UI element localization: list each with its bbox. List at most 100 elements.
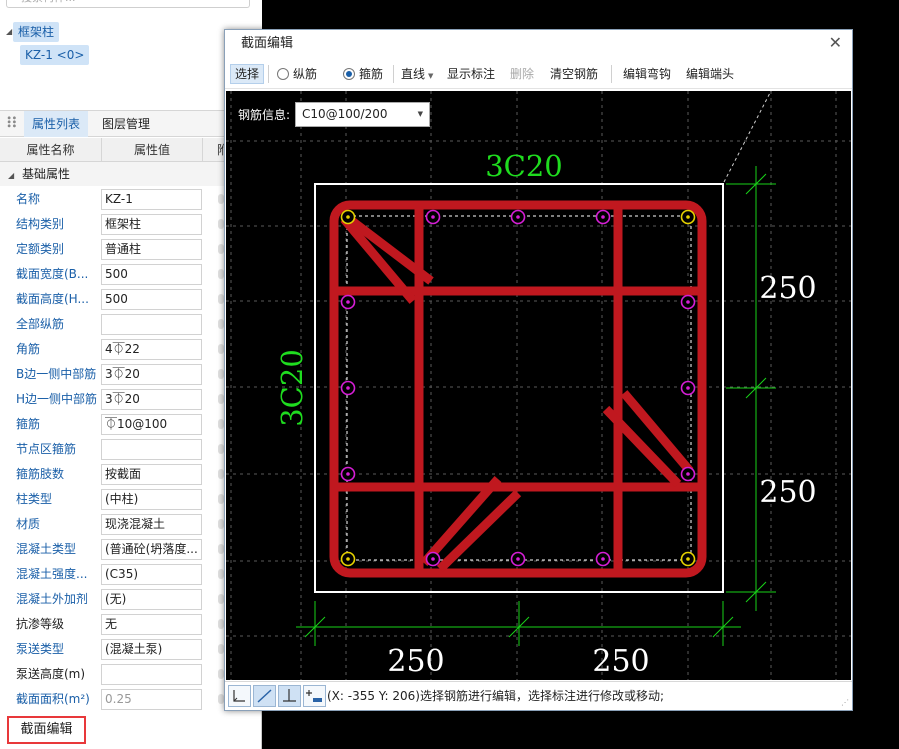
property-row[interactable]: 箍筋肢数按截面 (0, 462, 262, 487)
extra-attribute-indicator[interactable] (218, 419, 224, 429)
property-row[interactable]: 截面面积(m²)0.25 (0, 687, 262, 712)
hook-bottom-a[interactable] (420, 476, 502, 566)
rebar-info-select[interactable]: C10@100/200 ▼ (295, 102, 430, 127)
clear-rebar-button[interactable]: 清空钢筋 (550, 67, 599, 81)
property-value-field[interactable]: (无) (101, 589, 202, 610)
drawing-canvas[interactable]: 3C20 3C20 250 250 250 250 钢筋信息: C10@100/… (226, 91, 851, 680)
tree-item-kz1[interactable]: KZ-1 <0> (20, 45, 90, 65)
property-row[interactable]: 定额类别普通柱 (0, 237, 262, 262)
extra-attribute-indicator[interactable] (218, 244, 224, 254)
extra-attribute-indicator[interactable] (218, 644, 224, 654)
hook-top-left-a[interactable] (341, 211, 434, 285)
property-group[interactable]: ◢ 基础属性 (0, 162, 262, 186)
extra-attribute-indicator[interactable] (218, 394, 224, 404)
property-row[interactable]: 结构类别框架柱 (0, 212, 262, 237)
dim-right-bottom[interactable]: 250 (759, 475, 816, 510)
property-value-field[interactable]: (普通砼(坍落度... (101, 539, 202, 560)
search-input[interactable]: 搜索构件... (6, 0, 250, 8)
extra-attribute-indicator[interactable] (218, 444, 224, 454)
resize-grip-icon[interactable]: ⋰ (841, 698, 849, 707)
edit-hook-button[interactable]: 编辑弯钩 (623, 67, 672, 81)
property-value-field[interactable]: 现浇混凝土 (101, 514, 202, 535)
property-value-field[interactable]: (混凝土泵) (101, 639, 202, 660)
property-row[interactable]: 泵送类型(混凝土泵) (0, 637, 262, 662)
property-row[interactable]: 截面高度(H...500 (0, 287, 262, 312)
longitudinal-radio[interactable]: 纵筋 (277, 64, 317, 84)
extra-attribute-indicator[interactable] (218, 544, 224, 554)
extra-attribute-indicator[interactable] (218, 669, 224, 679)
property-value-field[interactable]: 500 (101, 289, 202, 310)
expand-arrow-icon[interactable]: ◢ (6, 27, 13, 36)
extra-attribute-indicator[interactable] (218, 569, 224, 579)
property-row[interactable]: 截面宽度(B...500 (0, 262, 262, 287)
property-row[interactable]: 混凝土类型(普通砼(坍落度... (0, 537, 262, 562)
add-point-icon[interactable] (303, 685, 326, 707)
longitudinal-bars[interactable] (340, 209, 696, 567)
polar-tracking-icon[interactable] (253, 685, 276, 707)
property-value-field[interactable]: 3⏁20 (101, 364, 202, 385)
property-value-field[interactable]: 普通柱 (101, 239, 202, 260)
top-rebar-label[interactable]: 3C20 (485, 149, 563, 183)
extra-attribute-indicator[interactable] (218, 319, 224, 329)
delete-button[interactable]: 删除 (510, 67, 535, 81)
extra-attribute-indicator[interactable] (218, 369, 224, 379)
extra-attribute-indicator[interactable] (218, 494, 224, 504)
orthogonal-mode-icon[interactable] (228, 685, 251, 707)
property-value-field[interactable] (101, 664, 202, 685)
property-value-field[interactable]: (C35) (101, 564, 202, 585)
hook-bottom-b[interactable] (436, 489, 522, 573)
extra-attribute-indicator[interactable] (218, 269, 224, 279)
extra-attribute-indicator[interactable] (218, 619, 224, 629)
section-edit-button[interactable]: 截面编辑 (7, 716, 86, 744)
property-row[interactable]: 混凝土外加剂(无) (0, 587, 262, 612)
close-icon[interactable]: ✕ (828, 33, 842, 52)
property-row[interactable]: 节点区箍筋 (0, 437, 262, 462)
hook-top-left-b[interactable] (340, 216, 417, 304)
extra-attribute-indicator[interactable] (218, 219, 224, 229)
collapse-arrow-icon[interactable]: ◢ (8, 171, 15, 180)
property-value-field[interactable]: KZ-1 (101, 189, 202, 210)
property-value-field[interactable]: 按截面 (101, 464, 202, 485)
property-value-field[interactable]: 无 (101, 614, 202, 635)
property-value-field[interactable]: 0.25 (101, 689, 202, 710)
hook-right-a[interactable] (620, 390, 694, 474)
property-value-field[interactable]: ⏁10@100 (101, 414, 202, 435)
extra-attribute-indicator[interactable] (218, 519, 224, 529)
property-value-field[interactable]: (中柱) (101, 489, 202, 510)
property-row[interactable]: 箍筋⏁10@100 (0, 412, 262, 437)
property-value-field[interactable] (101, 439, 202, 460)
tab-layers[interactable]: 图层管理 (102, 117, 151, 131)
property-value-field[interactable]: 3⏁20 (101, 389, 202, 410)
property-row[interactable]: 泵送高度(m) (0, 662, 262, 687)
select-tool-button[interactable]: 选择 (230, 64, 265, 84)
outer-stirrup[interactable] (329, 200, 707, 578)
edit-end-button[interactable]: 编辑端头 (686, 67, 735, 81)
perpendicular-snap-icon[interactable] (278, 685, 301, 707)
property-row[interactable]: 柱类型(中柱) (0, 487, 262, 512)
section-outline[interactable] (314, 183, 724, 593)
property-row[interactable]: 全部纵筋 (0, 312, 262, 337)
line-dropdown[interactable]: 直线▼ (401, 64, 433, 84)
tab-properties[interactable]: 属性列表 (24, 111, 89, 137)
hook-right-b[interactable] (602, 405, 682, 488)
dialog-titlebar[interactable]: 截面编辑 ✕ (225, 30, 852, 58)
tree-category[interactable]: 框架柱 (13, 22, 60, 42)
property-value-field[interactable] (101, 314, 202, 335)
extra-attribute-indicator[interactable] (218, 594, 224, 604)
property-row[interactable]: 材质现浇混凝土 (0, 512, 262, 537)
extra-attribute-indicator[interactable] (218, 194, 224, 204)
extra-attribute-indicator[interactable] (218, 694, 224, 704)
property-value-field[interactable]: 4⏁22 (101, 339, 202, 360)
extra-attribute-indicator[interactable] (218, 344, 224, 354)
dim-bottom-right[interactable]: 250 (592, 644, 649, 679)
property-row[interactable]: 混凝土强度...(C35) (0, 562, 262, 587)
property-value-field[interactable]: 500 (101, 264, 202, 285)
property-value-field[interactable]: 框架柱 (101, 214, 202, 235)
extra-attribute-indicator[interactable] (218, 294, 224, 304)
extra-attribute-indicator[interactable] (218, 469, 224, 479)
stirrups[interactable] (329, 200, 707, 578)
